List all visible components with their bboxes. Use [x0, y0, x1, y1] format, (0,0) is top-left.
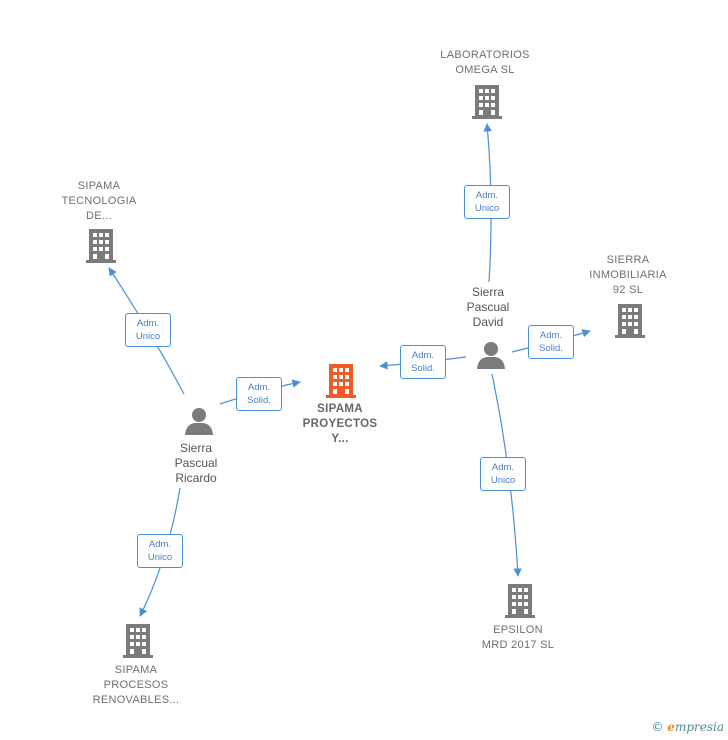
- edge-label-ricardo-procesos[interactable]: Adm. Unico: [137, 534, 183, 568]
- node-label-sierra-pascual-ricardo[interactable]: Sierra Pascual Ricardo: [174, 441, 218, 485]
- node-label-sipama-procesos[interactable]: SIPAMA PROCESOS RENOVABLES...: [92, 664, 180, 706]
- building-icon[interactable]: [123, 624, 153, 658]
- edge-label-ricardo-tecnologia[interactable]: Adm. Unico: [125, 313, 171, 347]
- edge-label-ricardo-center[interactable]: Adm. Solid.: [236, 377, 282, 411]
- building-icon[interactable]: [615, 304, 645, 338]
- node-label-sipama-tecnologia[interactable]: SIPAMA TECNOLOGIA DE...: [61, 180, 137, 222]
- edge-label-david-laboratorios[interactable]: Adm. Unico: [464, 185, 510, 219]
- copyright-symbol: ©: [651, 720, 664, 734]
- building-icon[interactable]: [505, 584, 535, 618]
- building-icon[interactable]: [472, 85, 502, 119]
- brand-name: mpresia: [674, 720, 724, 734]
- building-icon[interactable]: [86, 229, 116, 263]
- edge-label-david-epsilon[interactable]: Adm. Unico: [480, 457, 526, 491]
- person-icon[interactable]: [476, 340, 506, 370]
- node-label-laboratorios-omega[interactable]: LABORATORIOS OMEGA SL: [440, 49, 530, 76]
- node-label-sierra-pascual-david[interactable]: Sierra Pascual David: [466, 285, 510, 329]
- node-label-sipama-proyectos[interactable]: SIPAMA PROYECTOS Y...: [302, 403, 378, 445]
- edge-label-david-inmobiliaria[interactable]: Adm. Solid.: [528, 325, 574, 359]
- building-icon[interactable]: [326, 364, 356, 398]
- empresia-brand: © empresia: [651, 720, 724, 734]
- node-label-epsilon[interactable]: EPSILON MRD 2017 SL: [481, 624, 555, 651]
- person-icon[interactable]: [184, 406, 214, 436]
- brand-initial: e: [667, 720, 675, 734]
- edge-label-david-center[interactable]: Adm. Solid.: [400, 345, 446, 379]
- node-label-sierra-inmobiliaria[interactable]: SIERRA INMOBILIARIA 92 SL: [589, 254, 667, 296]
